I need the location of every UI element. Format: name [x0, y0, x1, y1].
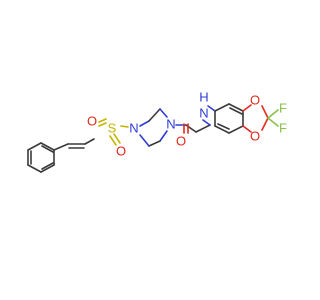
bond — [159, 130, 168, 142]
bond — [261, 105, 269, 119]
bond — [41, 162, 54, 170]
bond — [148, 108, 161, 122]
chemical-structure: S O O N N O H N — [27, 90, 287, 173]
piperazine-ring: N N — [129, 108, 187, 147]
bond — [159, 108, 168, 118]
fluorine-atom-label: F — [279, 101, 287, 116]
oxygen-atom-label: O — [250, 129, 260, 144]
acetamide-linker: O H N — [176, 90, 216, 149]
bond — [267, 109, 279, 119]
bond — [228, 103, 244, 112]
nitrogen-atom-label: N — [129, 121, 138, 136]
bond — [261, 117, 269, 131]
bond — [139, 134, 150, 147]
styryl-linker — [53, 138, 95, 151]
bond — [242, 104, 252, 112]
oxygen-atom-label: O — [176, 134, 186, 149]
phenyl-ring — [27, 142, 55, 173]
bond — [214, 103, 230, 112]
bond — [229, 107, 243, 115]
bond — [40, 142, 55, 151]
bond — [202, 119, 211, 126]
bond — [139, 120, 150, 127]
bond — [109, 135, 117, 146]
bond — [228, 125, 244, 134]
bond — [267, 117, 279, 127]
bond — [84, 138, 95, 145]
bond — [98, 118, 107, 123]
bond — [41, 145, 54, 153]
bond — [148, 140, 161, 147]
hydrogen-atom-label: H — [199, 90, 208, 105]
bond — [120, 125, 129, 128]
bond — [195, 124, 211, 133]
bond — [242, 125, 252, 133]
bond — [27, 164, 42, 173]
bond — [113, 133, 121, 144]
sulfonyl-group: S O O — [87, 114, 129, 159]
oxygen-atom-label: O — [87, 114, 97, 129]
bond — [217, 123, 230, 130]
bond — [214, 125, 230, 134]
bond — [27, 142, 42, 151]
bond — [53, 143, 69, 151]
nitrogen-atom-label: N — [199, 106, 208, 121]
fluorine-atom-label: F — [279, 121, 287, 136]
oxygen-atom-label: O — [116, 144, 126, 159]
oxygen-atom-label: O — [250, 93, 260, 108]
nitrogen-atom-label: N — [166, 117, 175, 132]
bond — [207, 105, 216, 112]
bond — [40, 164, 55, 173]
bond — [98, 122, 107, 127]
sulfur-atom-label: S — [108, 121, 117, 136]
difluorobenzodioxole: O O F F — [214, 93, 287, 144]
